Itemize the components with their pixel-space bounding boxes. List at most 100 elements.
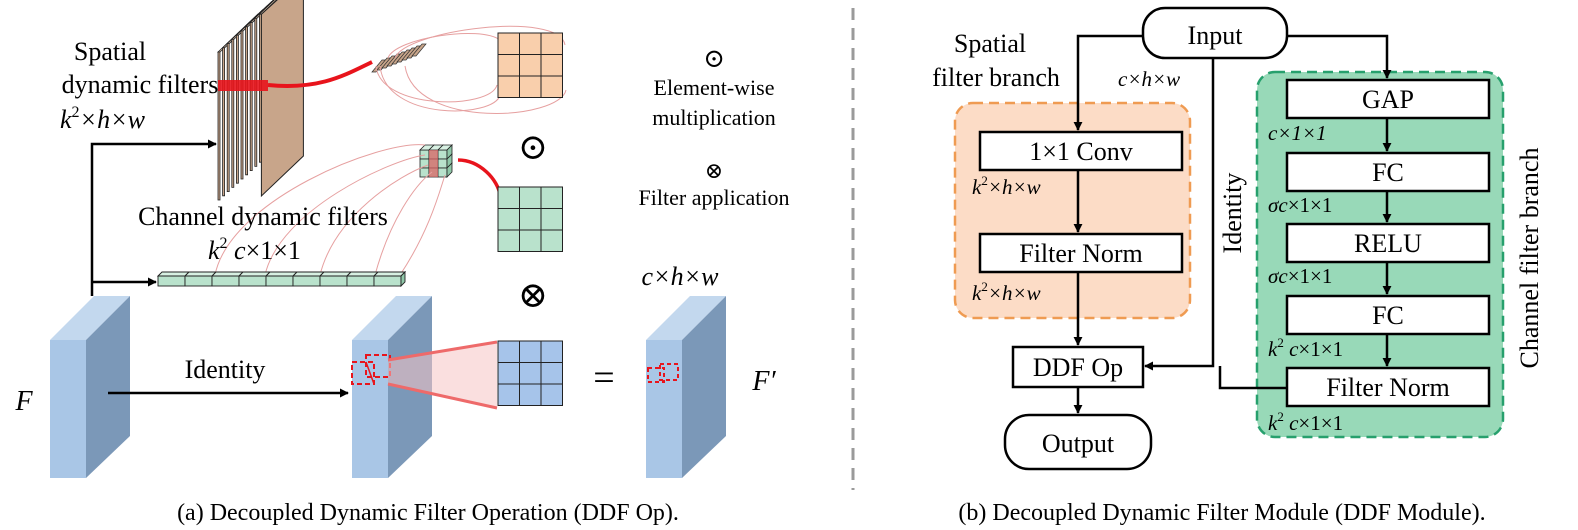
relu-node [1285, 222, 1491, 264]
channel-kernel-cell [497, 186, 520, 209]
cube-cell [437, 167, 448, 178]
spatial-kernel-cell [519, 75, 542, 98]
relu-label: RELU [1354, 229, 1422, 258]
channel-kernel-cell [540, 208, 563, 231]
spatial-dims-after-norm: k2×h×w [972, 279, 1041, 305]
spatial-filter-slab-edge [222, 47, 226, 197]
spatial-filter-stack [216, 0, 304, 201]
ddf-op-node [1011, 345, 1145, 389]
ddf-op-label: DDF Op [1033, 353, 1123, 382]
conv-node-label: 1×1 Conv [1029, 137, 1133, 166]
input-node [1141, 6, 1289, 60]
spatial-filter-highlight [218, 80, 268, 91]
spatial-kernel-cell [540, 54, 563, 77]
spatial-branch-title-line1: Spatial [954, 29, 1026, 58]
channel-strip-cell [211, 275, 240, 287]
input-feature-block [50, 296, 130, 478]
fc1-label: FC [1372, 158, 1404, 187]
output-node [1003, 413, 1153, 471]
applied-filter-cell [540, 340, 563, 363]
channel-kernel-cell [519, 208, 542, 231]
output-feature-label: F′ [751, 366, 776, 397]
channel-fan-lines [214, 144, 446, 276]
spatial-filter-slab-edge [231, 39, 235, 188]
cube-cell [419, 149, 430, 160]
channel-strip-top [318, 271, 353, 277]
cube-side [446, 162, 453, 178]
fc2-node [1285, 294, 1491, 336]
gap-label: GAP [1362, 85, 1414, 114]
channel-strip-top [345, 271, 380, 277]
cube-highlight [429, 150, 438, 177]
spatial-kernel-cell [540, 75, 563, 98]
channel-kernel-cell [519, 229, 542, 252]
spatial-dims-after-conv: k2×h×w [972, 173, 1041, 199]
applied-filter-cell [540, 362, 563, 385]
channel-strip-top [183, 271, 218, 277]
channel-dims-after-norm: k2 c×1×1 [1268, 409, 1343, 435]
spatial-filter-slab-edge [245, 26, 249, 176]
equals-sign: = [593, 357, 614, 399]
spatial-filters-dims: k2×h×w [60, 104, 146, 134]
gap-node [1285, 78, 1491, 120]
output-feature-block [646, 296, 726, 478]
arrow-to-spatial-filters [90, 139, 217, 296]
spatial-kernel-cell [497, 75, 520, 98]
panel-b-ddf-module: Input 1×1 Conv Filter Norm DDF Op Output… [932, 6, 1544, 526]
output-node-label: Output [1042, 429, 1115, 458]
spatial-norm-node [978, 232, 1184, 274]
channel-norm-label: Filter Norm [1326, 373, 1450, 402]
applied-filter-cell [519, 362, 542, 385]
channel-strip-cell [157, 275, 186, 287]
applied-filter-cell [497, 340, 520, 363]
spatial-filters-title-line2: dynamic filters [62, 70, 219, 99]
spatial-filter-slab-edge [254, 17, 258, 167]
identity-label-right: Identity [1218, 173, 1247, 254]
spatial-filter-front-face [260, 0, 304, 198]
projection-wedge [388, 342, 497, 408]
channel-connector-line [457, 158, 502, 196]
spatial-filter-slab-edge [240, 30, 244, 180]
channel-strip-cell [184, 275, 213, 287]
input-to-spatial-line [1073, 34, 1143, 131]
caption-b: (b) Decoupled Dynamic Filter Module (DDF… [958, 500, 1485, 526]
input-feature-label: F [14, 386, 33, 417]
applied-filter-cell [497, 383, 520, 406]
legend-otimes-label: Filter application [639, 185, 790, 210]
spatial-filter-slab-edge [235, 34, 239, 184]
applied-filter-cell [497, 362, 520, 385]
channel-strip-cell [319, 275, 348, 287]
channel-kernel-grid [497, 186, 563, 252]
input-dims-label: c×h×w [1118, 67, 1180, 91]
output-dims-label: c×h×w [642, 262, 720, 291]
channel-kernel-cell [540, 186, 563, 209]
spatial-kernel-cell [540, 32, 563, 55]
fc1-node [1285, 151, 1491, 193]
channel-branch-title: Channel filter branch [1515, 148, 1544, 369]
spatial-filter-slab-edge [249, 22, 253, 172]
cube-cell [437, 149, 448, 160]
caption-a: (a) Decoupled Dynamic Filter Operation (… [177, 500, 679, 526]
channel-filter-strip [156, 270, 407, 288]
channel-filters-title: Channel dynamic filters [138, 202, 388, 231]
spatial-kernel-cell [519, 54, 542, 77]
legend: ⊙ Element-wise multiplication ⊗ Filter a… [639, 44, 790, 210]
channel-dims-after-fc2: k2 c×1×1 [1268, 335, 1343, 361]
input-to-channel-line [1287, 34, 1392, 79]
fc2-label: FC [1372, 301, 1404, 330]
channel-strip-end [400, 270, 406, 288]
spatial-norm-label: Filter Norm [1019, 239, 1143, 268]
channel-dims-after-relu: σc×1×1 [1268, 264, 1332, 288]
channel-kernel-cell [519, 186, 542, 209]
cube-cell [437, 158, 448, 169]
spatial-kernel-cell [519, 32, 542, 55]
channel-strip-cell [346, 275, 375, 287]
big-otimes-symbol: ⊗ [518, 275, 548, 315]
identity-line [1144, 56, 1215, 371]
channel-norm-node [1285, 366, 1491, 408]
spatial-filter-slab-edge [226, 43, 230, 193]
applied-filter-cell [519, 383, 542, 406]
spatial-kernel-cell [497, 54, 520, 77]
legend-otimes-symbol: ⊗ [705, 158, 723, 183]
channel-kernel-cell [540, 229, 563, 252]
